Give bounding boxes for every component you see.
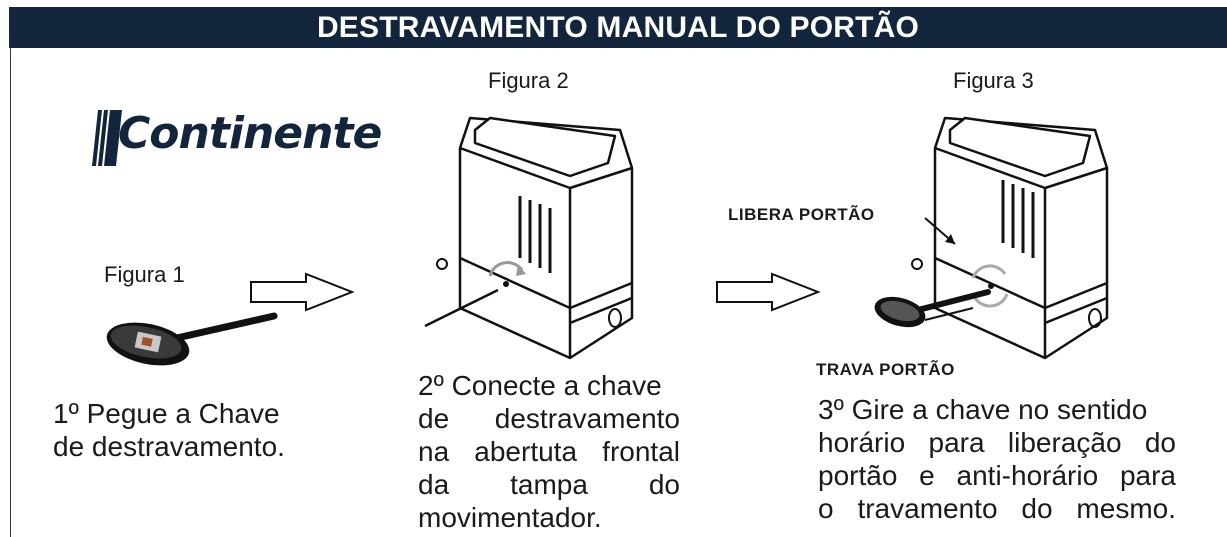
arrow-right-icon <box>716 272 821 312</box>
key-icon <box>106 312 278 366</box>
step-2-line: da tampa do <box>418 469 680 500</box>
step-2-line: movimentador. <box>418 502 602 533</box>
motor-housing-icon <box>424 116 634 360</box>
logo-text: Continente <box>118 108 382 159</box>
key-icon <box>874 289 991 328</box>
step-1-line: de destravamento. <box>53 431 285 462</box>
motor-housing-icon <box>911 116 1109 360</box>
figure-2-label: Figura 2 <box>488 68 569 93</box>
step-3-line: 3º Gire a chave no sentido <box>818 394 1148 425</box>
step-2-line: de destravamento <box>418 403 680 434</box>
step-2-text: 2º Conecte a chave de destravamento na a… <box>418 369 680 534</box>
page-title: DESTRAVAMENTO MANUAL DO PORTÃO <box>9 7 1227 48</box>
arrow-right-icon <box>250 272 355 312</box>
figure-1-label: Figura 1 <box>104 262 185 287</box>
step-3-line: portão e anti-horário para <box>818 460 1176 491</box>
lock-gate-callout: TRAVA PORTÃO <box>816 360 955 379</box>
left-border <box>10 48 11 537</box>
step-3-line: o travamento do mesmo. <box>818 493 1176 524</box>
step-3-text: 3º Gire a chave no sentido horário para … <box>818 393 1176 525</box>
logo-stripes-icon <box>92 110 122 166</box>
rotate-both-icon <box>971 264 1009 308</box>
step-1-text: 1º Pegue a Chave de destravamento. <box>53 397 285 463</box>
continente-logo: Continente <box>92 108 382 168</box>
step-2-line: na abertuta frontal <box>418 436 680 467</box>
step-3-line: horário para liberação do <box>818 427 1176 458</box>
step-2-line: 2º Conecte a chave <box>418 370 662 401</box>
figure-3-label: Figura 3 <box>953 68 1034 93</box>
step-1-line: 1º Pegue a Chave <box>53 398 280 429</box>
release-gate-callout: LIBERA PORTÃO <box>728 205 875 224</box>
